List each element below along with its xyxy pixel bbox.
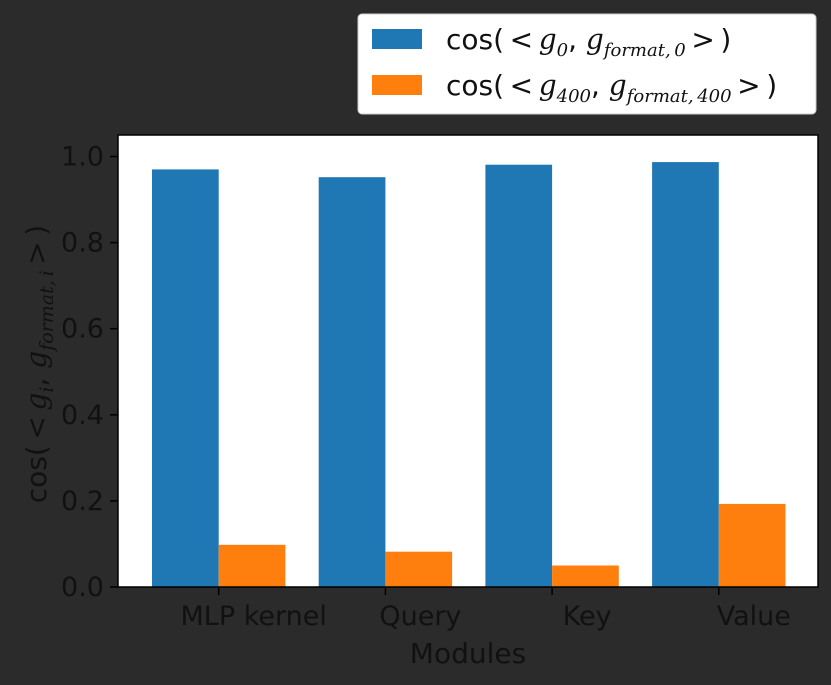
y-tick-label: 0.6 [61,314,104,345]
y-tick-label: 0.8 [61,228,104,259]
bars-group [152,162,786,587]
legend-label-series-1: cos( < g400, gformat, 400 > ) [446,69,777,107]
bar-series-1-value [718,503,786,587]
legend: cos( < g0, gformat, 0 > ) cos( < g400, g… [357,13,817,115]
y-tick-label: 0.4 [61,400,104,431]
x-tick-label: Key [563,601,612,632]
bar-series-0-query [318,177,386,587]
bar-series-1-key [552,565,619,587]
x-axis: MLP kernel Query Key Value [181,587,791,632]
x-tick-label: MLP kernel [181,601,327,632]
legend-box [357,13,817,115]
bar-series-0-value [652,162,719,587]
bar-series-0-key [485,164,553,587]
legend-swatch-series-1 [372,75,422,95]
bar-series-1-query [385,551,453,587]
legend-swatch-series-0 [372,29,422,49]
bar-series-0-mlp-kernel [152,169,219,587]
bar-series-1-mlp-kernel [218,544,286,587]
legend-label-series-0: cos( < g0, gformat, 0 > ) [446,23,731,61]
plot-frame [117,134,819,588]
y-tick-label: 0.2 [61,486,104,517]
y-tick-label: 1.0 [61,142,104,173]
y-axis: 0.0 0.2 0.4 0.6 0.8 1.0 [61,142,118,603]
y-tick-label: 0.0 [61,572,104,603]
x-tick-label: Query [379,601,461,632]
y-axis-label: cos( < gi, gformat, i > ) [20,225,58,503]
x-axis-label: Modules [410,637,526,670]
x-tick-label: Value [717,601,791,632]
